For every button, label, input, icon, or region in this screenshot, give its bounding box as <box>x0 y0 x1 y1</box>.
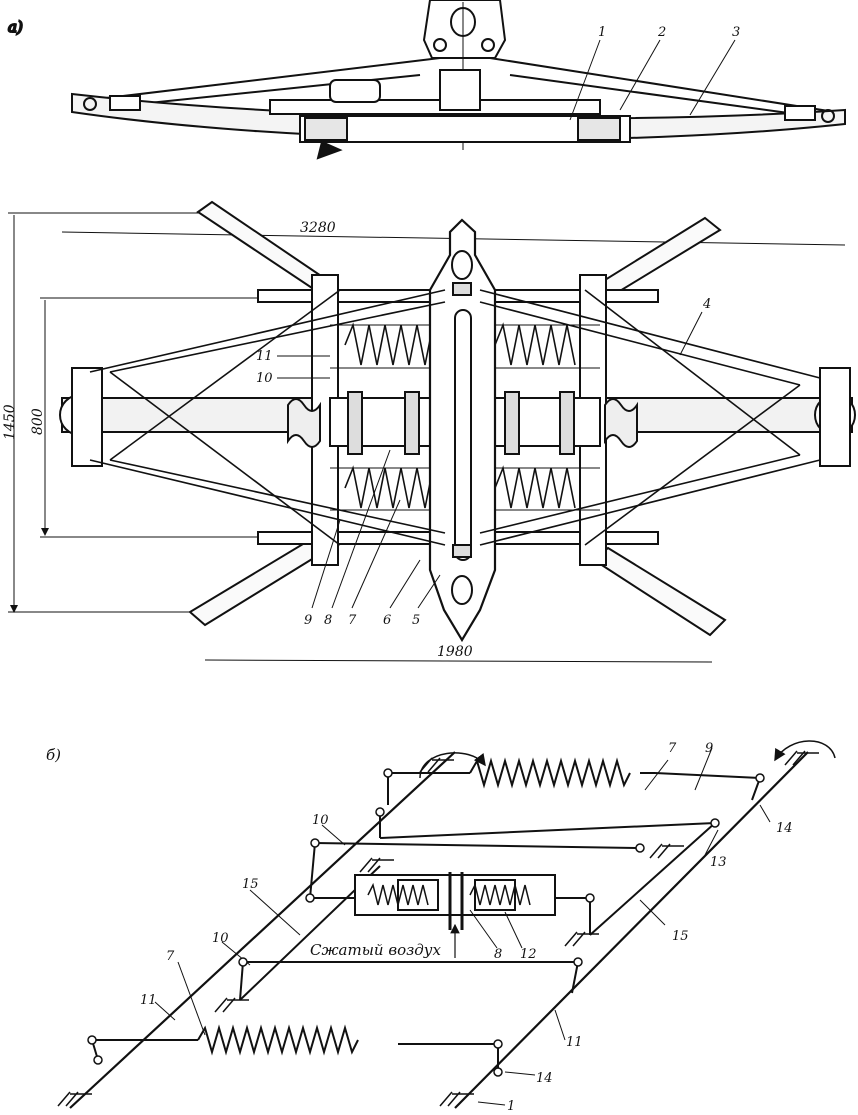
side-callout-3: 3 <box>732 25 740 40</box>
scheme-callout-1: 1 <box>507 1099 515 1114</box>
scheme-callout-14-bottom: 14 <box>536 1071 553 1086</box>
plan-view <box>8 200 856 663</box>
dimension-span: 3280 <box>300 220 336 236</box>
scheme-callout-13: 13 <box>710 855 727 870</box>
side-callout-2: 2 <box>657 25 666 40</box>
compressed-air-label: Сжатый воздух <box>310 941 441 959</box>
panel-label-b: б) <box>46 746 61 764</box>
scheme-callout-10-lower: 10 <box>212 931 229 946</box>
scheme-callout-8: 8 <box>494 947 502 962</box>
scheme-callout-10-upper: 10 <box>312 813 329 828</box>
scheme-callout-7-bottom: 7 <box>166 949 175 964</box>
plan-callout-7: 7 <box>348 613 357 628</box>
scheme-callout-7-top: 7 <box>668 741 677 756</box>
scheme-callout-11-left: 11 <box>140 993 157 1008</box>
plan-callout-11: 11 <box>256 349 273 364</box>
plan-callout-4: 4 <box>702 297 711 312</box>
plan-callout-6: 6 <box>383 613 391 628</box>
dimension-height-total: 1450 <box>2 404 18 440</box>
side-callout-1: 1 <box>598 25 606 40</box>
panel-label-a: а) <box>8 18 23 36</box>
scheme-callout-12: 12 <box>520 947 537 962</box>
plan-callout-9: 9 <box>304 613 312 628</box>
plan-callout-10: 10 <box>256 371 273 386</box>
kinematic-scheme <box>57 740 836 1109</box>
plan-callout-5: 5 <box>412 613 420 628</box>
scheme-callout-15-right: 15 <box>672 929 689 944</box>
dimension-height-inner: 800 <box>30 408 46 435</box>
scheme-callout-11-right: 11 <box>566 1035 583 1050</box>
plan-callout-8: 8 <box>324 613 332 628</box>
dimension-width-bottom: 1980 <box>437 644 473 660</box>
scheme-callout-9: 9 <box>705 741 713 756</box>
scheme-joints <box>87 768 765 1077</box>
scheme-callout-14-top: 14 <box>776 821 793 836</box>
scheme-callout-15-left: 15 <box>242 877 259 892</box>
side-view: а) <box>7 0 846 160</box>
